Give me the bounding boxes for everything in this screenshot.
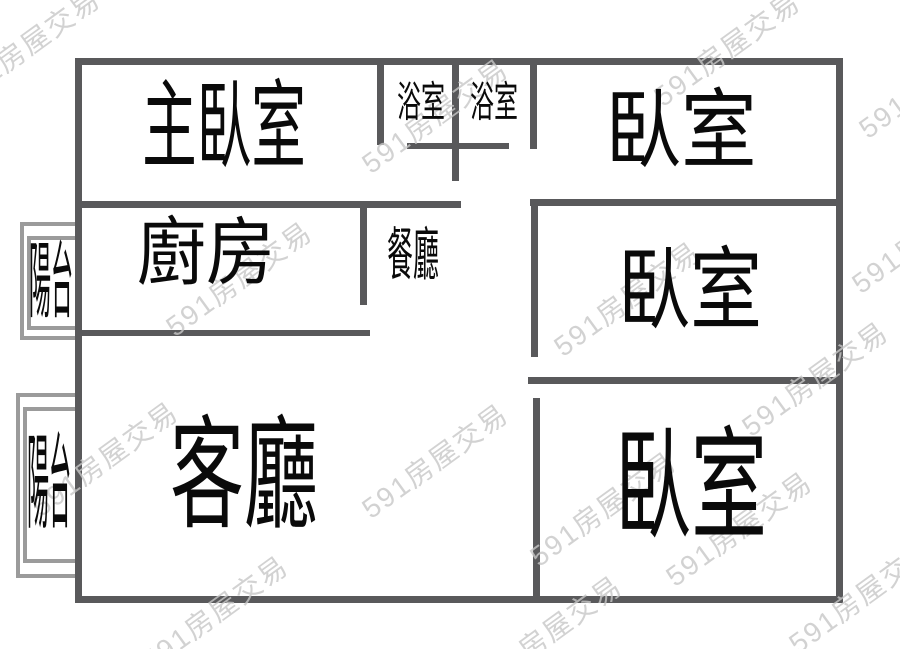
wall xyxy=(528,377,836,384)
wall xyxy=(452,63,459,181)
wall xyxy=(78,330,370,336)
wall xyxy=(360,208,367,305)
wall xyxy=(377,63,384,145)
room-label-balcony-bottom: 陽台 xyxy=(27,425,71,543)
watermark-text: 591房屋交易 xyxy=(0,0,107,110)
room-label-bedroom-top-right: 臥室 xyxy=(605,83,757,179)
room-label-dining-room: 餐廳 xyxy=(386,224,440,288)
watermark-text: 591房屋交易 xyxy=(853,17,900,145)
room-label-bathroom-1: 浴室 xyxy=(397,81,445,127)
wall xyxy=(531,206,538,357)
balcony-top-inner-outline xyxy=(27,236,80,330)
wall xyxy=(530,199,836,206)
wall xyxy=(75,58,843,65)
wall xyxy=(836,58,843,603)
wall xyxy=(530,63,537,149)
watermark-text: 591房屋交易 xyxy=(470,569,629,649)
room-label-bathroom-2: 浴室 xyxy=(470,81,518,127)
watermark-text: 591房屋交易 xyxy=(356,397,515,525)
room-label-master-bedroom: 主臥室 xyxy=(142,76,306,182)
room-label-balcony-top: 陽台 xyxy=(29,234,73,330)
room-label-bedroom-middle-right: 臥室 xyxy=(617,241,763,341)
wall xyxy=(78,201,461,208)
room-label-bedroom-bottom-right: 臥室 xyxy=(615,420,767,556)
wall xyxy=(533,398,540,596)
room-label-living-room: 客廳 xyxy=(170,410,318,546)
room-label-kitchen: 廚房 xyxy=(136,212,276,295)
wall xyxy=(75,596,843,603)
wall xyxy=(407,143,509,149)
watermark-text: 591房屋交易 xyxy=(846,172,900,300)
